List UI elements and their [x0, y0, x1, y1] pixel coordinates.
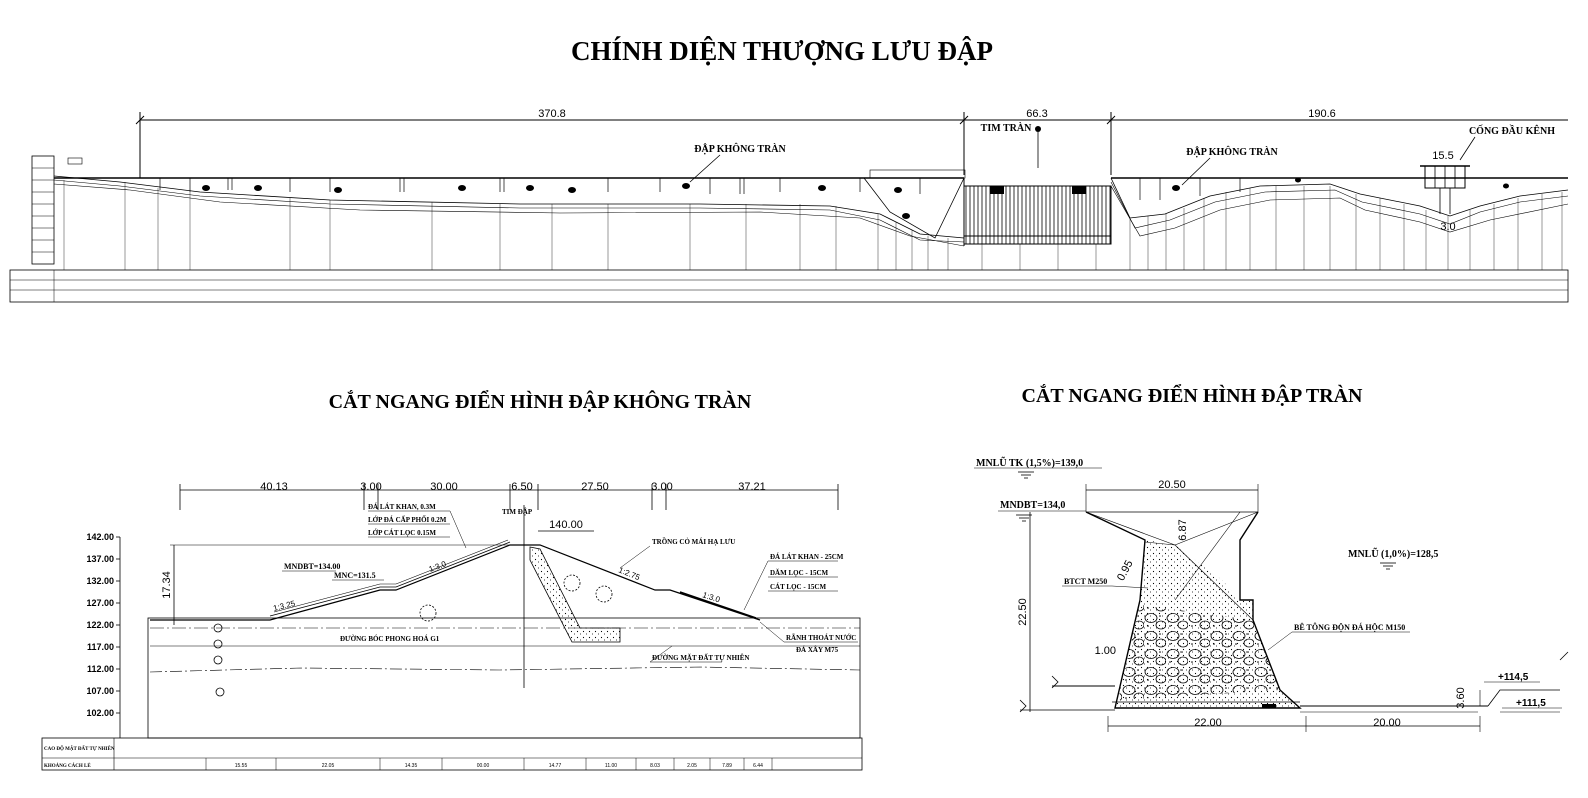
elev-tick-0: 142.00 — [86, 532, 114, 542]
elev-tick-5: 117.00 — [87, 642, 114, 652]
apron-lines — [1019, 651, 1569, 713]
table-dist-6: 8.03 — [650, 763, 660, 769]
culvert-dim-top: 15.5 — [1432, 150, 1453, 162]
station-table — [9, 269, 1569, 303]
elev-tick-1: 137.00 — [86, 554, 114, 564]
layer-labels: ĐÁ LÁT KHAN, 0.3M LỚP ĐÁ CẤP PHỐI 0.2M L… — [368, 503, 467, 549]
right-layer-labels: ĐÁ LÁT KHAN - 25CM DĂM LỌC - 15CM CÁT LỌ… — [743, 553, 844, 611]
right-label-2: CÁT LỌC - 15CM — [770, 583, 826, 591]
overflow-title: CẮT NGANG ĐIỂN HÌNH ĐẬP TRÀN — [1022, 383, 1364, 407]
elev-tick-8: 102.00 — [86, 708, 114, 718]
concrete-label: BÊ TÔNG ĐỘN ĐÁ HỘC M150 — [1294, 622, 1405, 632]
right-embankment — [1110, 177, 1569, 237]
station-lines — [63, 180, 1563, 270]
elev-1: +114,5 — [1498, 672, 1529, 683]
table-dist-8: 7.89 — [722, 763, 732, 769]
drain-label: RÃNH THOÁT NƯỚC — [786, 634, 856, 642]
elev-tick-6: 112.00 — [87, 664, 114, 674]
dim-drop: 3.60 — [1455, 687, 1467, 708]
dim-apron: 20.00 — [1373, 717, 1401, 729]
non-overflow-section: CẮT NGANG ĐIỂN HÌNH ĐẬP KHÔNG TRÀN 40.13… — [41, 389, 863, 771]
section-dim-6: 37.21 — [738, 481, 766, 493]
elev-tick-4: 122.00 — [86, 620, 114, 630]
layer-label-2: LỚP CÁT LỌC 0.15M — [368, 529, 436, 537]
table-dist-7: 2.05 — [687, 763, 697, 769]
dim-base: 22.00 — [1194, 717, 1222, 729]
table-row2-label: KHOẢNG CÁCH LẺ — [44, 763, 91, 769]
weir-body — [1085, 511, 1302, 709]
table-dist-2: 14.35 — [405, 763, 418, 769]
tree-symbols — [419, 574, 613, 622]
section-table — [41, 737, 863, 771]
btct-label: BTCT M250 — [1064, 577, 1107, 586]
overflow-dim-top: 20.50 — [1158, 479, 1186, 491]
mndbt-overflow-label: MNDBT=134,0 — [1000, 500, 1065, 511]
slope-upstream: 1.00 — [1095, 645, 1116, 657]
layer-label-0: ĐÁ LÁT KHAN, 0.3M — [368, 503, 436, 511]
left-embankment — [53, 169, 966, 247]
top-dimension-line — [135, 112, 1568, 178]
non-overflow-title: CẮT NGANG ĐIỂN HÌNH ĐẬP KHÔNG TRÀN — [329, 389, 752, 413]
mnc-label: MNC=131.5 — [334, 571, 376, 580]
crest-axis-marker — [1035, 126, 1041, 132]
table-row1-label: CAO ĐỘ MẶT ĐẤT TỰ NHIÊN — [44, 746, 115, 752]
slope-top: 0.95 — [1115, 558, 1136, 583]
dam-right-label: ĐẬP KHÔNG TRÀN — [1186, 145, 1278, 158]
borehole-markers — [202, 177, 1509, 219]
dim-crest-h: 6.87 — [1177, 519, 1189, 540]
upstream-elevation-title: CHÍNH DIỆN THƯỢNG LƯU ĐẬP — [571, 36, 993, 66]
section-dim-1: 3.00 — [360, 481, 381, 493]
borehole-circles — [213, 623, 225, 697]
dam-body — [149, 539, 861, 673]
elevation-axis — [116, 536, 121, 738]
dim-right-label: 190.6 — [1308, 108, 1336, 120]
table-dist-9: 6.44 — [753, 763, 763, 769]
table-dist-4: 14.77 — [549, 763, 562, 769]
table-dist-0: 15.55 — [235, 763, 248, 769]
crest-width-label: 140.00 — [549, 519, 583, 531]
grass-label: TRỒNG CỎ MÁI HẠ LƯU — [652, 538, 735, 546]
section-dim-chain — [179, 484, 839, 510]
elev-2: +111,5 — [1516, 698, 1546, 709]
culvert-label: CỐNG ĐẦU KÊNH — [1469, 124, 1555, 137]
elev-tick-2: 132.00 — [86, 576, 114, 586]
mndbt-label: MNDBT=134.00 — [284, 562, 340, 571]
right-label-0: ĐÁ LÁT KHAN - 25CM — [770, 553, 844, 561]
elev-tick-3: 127.00 — [86, 598, 114, 608]
table-dist-5: 11.00 — [605, 763, 617, 769]
slope-0: 1:3.25 — [272, 599, 296, 613]
section-dim-2: 30.00 — [430, 481, 458, 493]
flood-check-label: MNLŨ (1,0%)=128,5 — [1348, 548, 1438, 560]
drainage-core — [529, 546, 621, 643]
upstream-elevation: CHÍNH DIỆN THƯỢNG LƯU ĐẬP 370.8 66.3 190… — [9, 36, 1569, 303]
table-dist-3: 00.00 — [477, 763, 490, 769]
elev-tick-7: 107.00 — [86, 686, 114, 696]
culvert-structure — [1420, 165, 1470, 214]
overflow-section: CẮT NGANG ĐIỂN HÌNH ĐẬP TRÀN MNLŨ TK (1,… — [974, 383, 1569, 732]
dam-axis-label: TIM ĐẬP — [502, 508, 533, 516]
section-dim-3: 6.50 — [511, 481, 532, 493]
height-dim: 17.34 — [161, 571, 173, 599]
spillway-elevation — [963, 185, 1112, 245]
drain-material-label: ĐÁ XÂY M75 — [796, 646, 839, 654]
stripping-label: ĐƯỜNG BÓC PHONG HOÁ G1 — [340, 635, 440, 643]
borehole-columns — [159, 178, 1241, 200]
crest-axis-label: TIM TRÀN — [981, 122, 1032, 134]
flood-design-label: MNLŨ TK (1,5%)=139,0 — [976, 457, 1083, 469]
slope-1: 1:3.0 — [428, 559, 448, 574]
section-dim-0: 40.13 — [260, 481, 288, 493]
dim-left-label: 370.8 — [538, 108, 566, 120]
table-dist-1: 22.05 — [322, 763, 335, 769]
overflow-dim-height: 22.50 — [1017, 598, 1029, 626]
dam-left-label: ĐẬP KHÔNG TRÀN — [694, 142, 786, 155]
ground-label: ĐƯỜNG MẶT ĐẤT TỰ NHIÊN — [652, 654, 750, 662]
section-dim-4: 27.50 — [581, 481, 609, 493]
layer-label-1: LỚP ĐÁ CẤP PHỐI 0.2M — [368, 516, 447, 524]
dim-mid-label: 66.3 — [1026, 108, 1047, 120]
right-label-1: DĂM LỌC - 15CM — [770, 569, 829, 577]
section-dim-5: 3.00 — [651, 481, 672, 493]
